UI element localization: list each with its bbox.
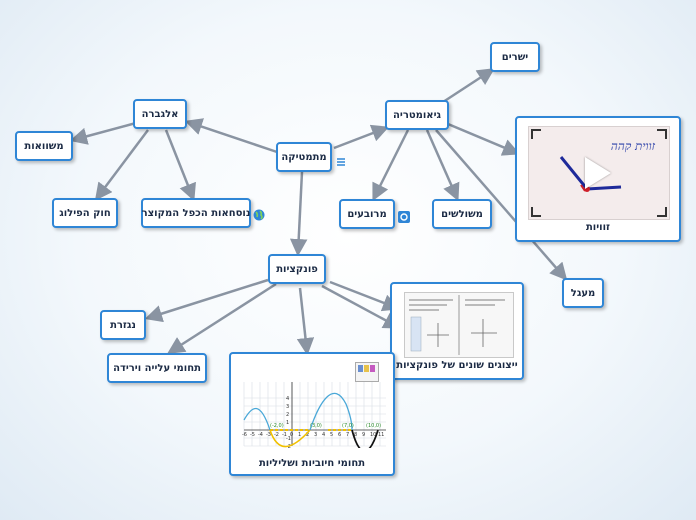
- graph-x-tick-label: 0: [290, 432, 293, 438]
- node-mathematics-label: מתמטיקה: [281, 151, 327, 163]
- graph-x-tick-label: 7: [346, 432, 349, 438]
- node-short-multiplication[interactable]: נוסחאות הכפל המקוצר: [141, 198, 251, 228]
- graph-root-label: (-2,0): [270, 423, 284, 429]
- edge-functions-repr-b: [321, 284, 402, 329]
- graph-y-tick-label: 2: [286, 412, 289, 418]
- graph-x-tick-label: 6: [338, 432, 341, 438]
- edge-center-functions: [289, 171, 308, 257]
- node-short-multiplication-label: נוסחאות הכפל המקוצר: [141, 207, 251, 219]
- node-lines-label: ישרים: [501, 51, 529, 63]
- node-increase-decrease[interactable]: תחומי עלייה וירידה: [107, 353, 207, 383]
- graph-root-label: (10,0): [366, 423, 381, 429]
- graph-root-label: (7,0): [342, 423, 354, 429]
- graph-x-tick-label: 9: [362, 432, 365, 438]
- edge-geometry-squares: [372, 129, 410, 202]
- edge-geometry-angles: [447, 122, 521, 156]
- graph-x-tick-label: -3: [266, 432, 271, 438]
- node-circle-label: מעגל: [570, 287, 596, 299]
- node-mathematics[interactable]: מתמטיקה: [276, 142, 332, 172]
- edge-geometry-triangles: [425, 129, 460, 202]
- card-angles-label: זוויות: [585, 222, 611, 233]
- node-distributive-law-label: חוק הפילוג: [59, 207, 111, 219]
- graph-x-tick-label: 4: [322, 432, 325, 438]
- play-icon[interactable]: [585, 157, 611, 189]
- node-derivative[interactable]: נגזרת: [100, 310, 146, 340]
- graph-y-tick-label: 3: [286, 404, 289, 410]
- graph-x-tick-label: 1: [298, 432, 301, 438]
- graph-toolbar-icon[interactable]: [355, 362, 379, 382]
- edge-geometry-lines: [439, 68, 495, 106]
- node-equations-label: משוואות: [24, 140, 64, 152]
- node-squares[interactable]: מרובעים: [339, 199, 395, 229]
- graph-y-tick-label: 4: [286, 396, 289, 402]
- graph-y-tick-label: -1: [286, 436, 291, 442]
- graph-x-tick-label: 8: [354, 432, 357, 438]
- graph-x-tick-label: -5: [250, 432, 255, 438]
- graph-root-label: (3,0): [310, 423, 322, 429]
- node-geometry[interactable]: גיאומטריה: [385, 100, 449, 130]
- notes-icon[interactable]: [336, 152, 346, 166]
- card-angles[interactable]: זווית קהה זוויות: [515, 116, 681, 242]
- node-lines[interactable]: ישרים: [490, 42, 540, 72]
- node-circle[interactable]: מעגל: [562, 278, 604, 308]
- node-distributive-law[interactable]: חוק הפילוג: [52, 198, 118, 228]
- node-increase-decrease-label: תחומי עלייה וירידה: [113, 362, 201, 374]
- graph-x-tick-label: -4: [258, 432, 263, 438]
- graph-x-tick-label: 11: [378, 432, 384, 438]
- graph-x-tick-label: -6: [242, 432, 247, 438]
- node-equations[interactable]: משוואות: [15, 131, 73, 161]
- graph-x-tick-label: 2: [306, 432, 309, 438]
- edge-functions-derivative: [144, 278, 269, 323]
- link-icon[interactable]: [398, 208, 410, 223]
- angles-video-thumbnail[interactable]: זווית קהה: [528, 126, 670, 220]
- node-derivative-label: נגזרת: [110, 319, 136, 331]
- node-functions-label: פונקציות: [276, 263, 318, 275]
- edge-algebra-equations: [69, 121, 137, 145]
- card-representations-label: ייצוגים שונים של פונקציות: [396, 360, 518, 371]
- angles-video-handwriting: זווית קהה: [610, 139, 655, 153]
- node-triangles-label: משולשים: [441, 208, 483, 220]
- graph-x-tick-label: -2: [274, 432, 279, 438]
- graph-x-tick-label: 5: [330, 432, 333, 438]
- edge-geometry-circle: [435, 129, 568, 281]
- edge-functions-incdec: [167, 282, 277, 354]
- graph-x-tick-label: 3: [314, 432, 317, 438]
- edge-center-algebra: [184, 118, 278, 154]
- edge-functions-repr-a: [329, 280, 401, 312]
- card-positive-negative-label: תחומי חיוביות ושליליות: [258, 458, 366, 469]
- edge-algebra-distributive: [94, 129, 149, 201]
- node-squares-label: מרובעים: [347, 208, 387, 220]
- node-algebra-label: אלגברה: [141, 108, 179, 120]
- node-functions[interactable]: פונקציות: [268, 254, 326, 284]
- graph-y-tick-label: 1: [286, 420, 289, 426]
- graph-x-tick-label: -1: [282, 432, 287, 438]
- edge-functions-posneg: [296, 287, 315, 356]
- representations-thumbnail[interactable]: [404, 292, 514, 358]
- edge-center-geometry: [333, 124, 390, 150]
- globe-icon[interactable]: [253, 206, 265, 221]
- node-algebra[interactable]: אלגברה: [133, 99, 187, 129]
- node-geometry-label: גיאומטריה: [393, 109, 441, 121]
- node-triangles[interactable]: משולשים: [432, 199, 492, 229]
- graph-x-tick-label: 10: [370, 432, 376, 438]
- edge-algebra-shortmult: [164, 129, 196, 202]
- card-representations[interactable]: ייצוגים שונים של פונקציות: [390, 282, 524, 380]
